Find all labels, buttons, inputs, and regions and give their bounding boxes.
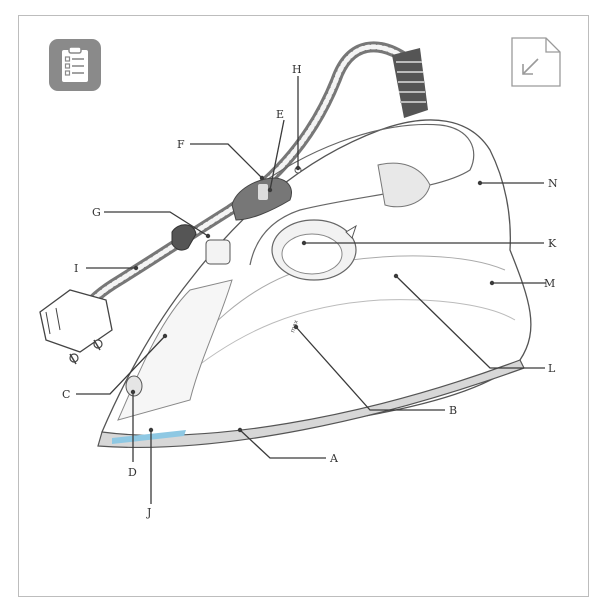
callout-dot-b [293,324,299,330]
callout-line-a [239,429,326,459]
collapse-arrow-icon[interactable] [510,36,562,88]
callout-line-f [190,143,263,179]
spray-button[interactable] [231,177,292,221]
label-k: K [548,237,557,250]
self-clean-button[interactable] [125,375,143,397]
label-b: B [449,404,457,417]
label-l: L [548,362,556,375]
callout-dot-d [130,389,136,395]
callout-lines [76,76,546,504]
callout-dot-k [301,240,307,246]
label-j: J [146,506,151,519]
callout-dot-j [148,427,154,433]
callout-dots [130,165,495,433]
callout-dot-c [162,333,168,339]
callout-line-l [395,275,545,369]
callout-dot-m [489,280,495,286]
clipboard-checklist-icon [49,39,101,91]
callout-line-c [76,335,166,395]
cord-clip [171,224,197,251]
label-e: E [276,108,284,121]
label-f: F [177,138,185,151]
power-plug [39,289,113,365]
callout-dot-l [393,273,399,279]
callout-labels: A B C D E F G H I J K L M N [62,63,558,519]
callout-dot-h [295,165,301,171]
label-h: H [292,63,302,76]
callout-line-e [269,119,285,191]
callout-dot-i [133,265,139,271]
cord-strain-relief [392,48,428,118]
label-d: D [128,466,137,479]
callout-dot-a [237,427,243,433]
label-c: C [62,388,70,401]
label-m: M [544,277,555,290]
label-n: N [548,177,558,190]
callout-dot-n [477,180,483,186]
label-g: G [92,206,101,219]
label-i: I [74,262,78,275]
callout-line-b [295,326,445,411]
steam-dial[interactable] [271,219,357,281]
callout-dot-e [267,187,273,193]
callout-dot-g [205,233,211,239]
callout-dot-f [259,175,265,181]
callout-line-g [104,211,209,237]
label-a: A [329,452,339,465]
shot-of-steam-button[interactable] [205,239,231,265]
